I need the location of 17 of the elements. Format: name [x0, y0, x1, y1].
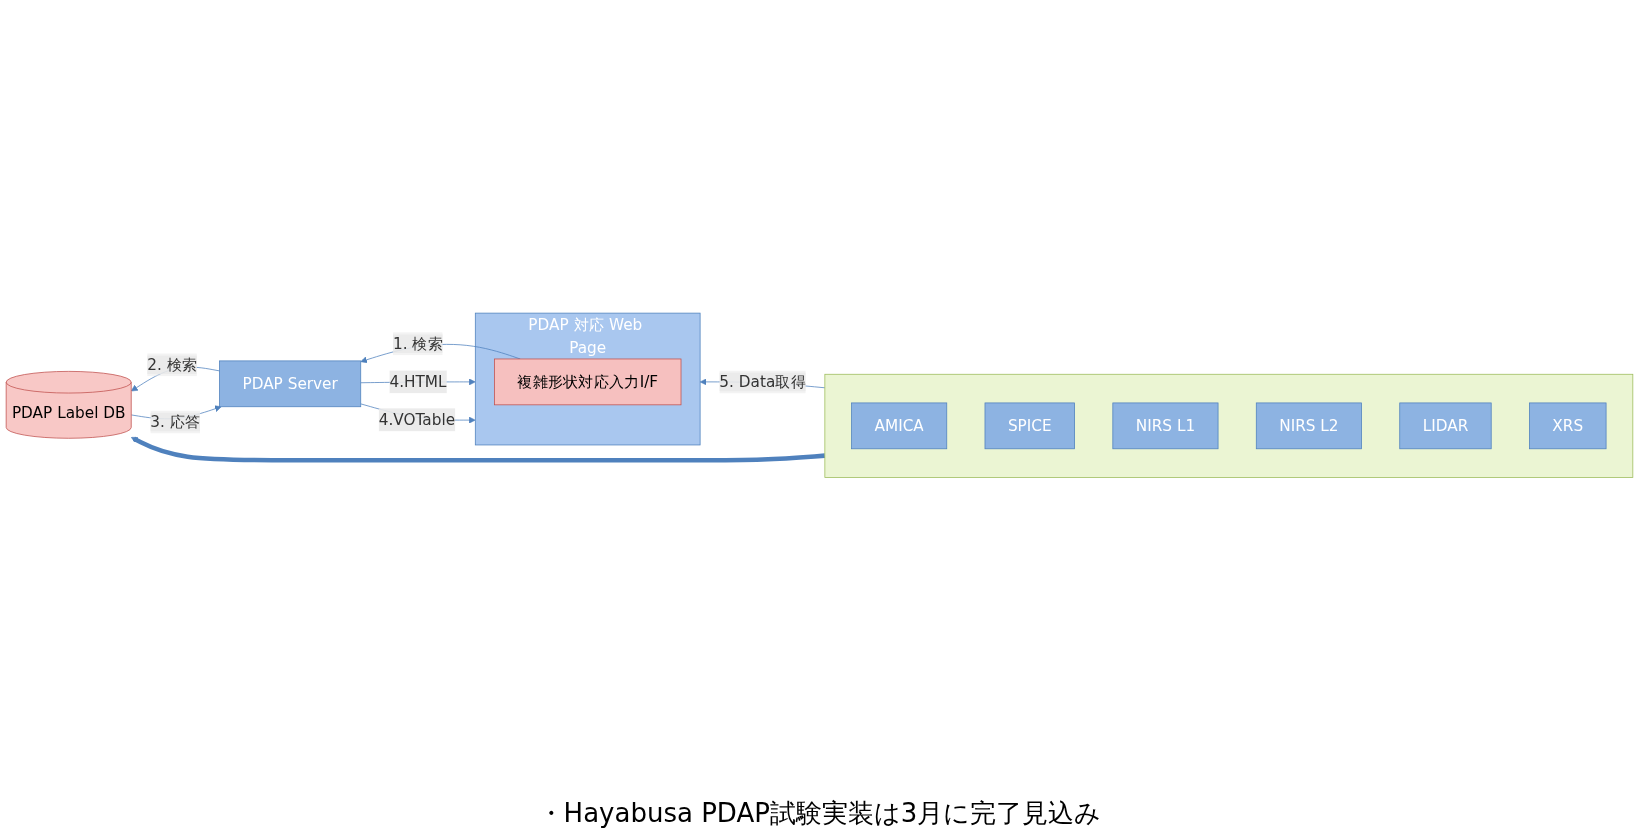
edge-label: 4.HTML — [389, 372, 447, 391]
node-box: LIDAR — [1399, 402, 1492, 449]
edge-label: 3. 応答 — [150, 412, 201, 431]
node-box: 複雑形状対応入力I/F — [494, 358, 682, 405]
edge-label: 2. 検索 — [147, 355, 198, 374]
node-box: AMICA — [851, 402, 948, 449]
node-box: SPICE — [984, 402, 1075, 449]
node-box: PDAP Server — [219, 360, 362, 407]
arrow — [130, 436, 826, 463]
cluster — [824, 373, 1634, 478]
node-box: XRS — [1529, 402, 1607, 449]
node-box: NIRS L2 — [1255, 402, 1362, 449]
edge-label: 1. 検索 — [393, 334, 444, 353]
node-box: NIRS L1 — [1112, 402, 1219, 449]
note-text: ・Hayabusa PDAP試験実装は3月に完了見込み — [537, 797, 1102, 830]
edge-label: 4.VOTable — [378, 410, 456, 429]
edge-label: 5. Data取得 — [719, 372, 806, 391]
